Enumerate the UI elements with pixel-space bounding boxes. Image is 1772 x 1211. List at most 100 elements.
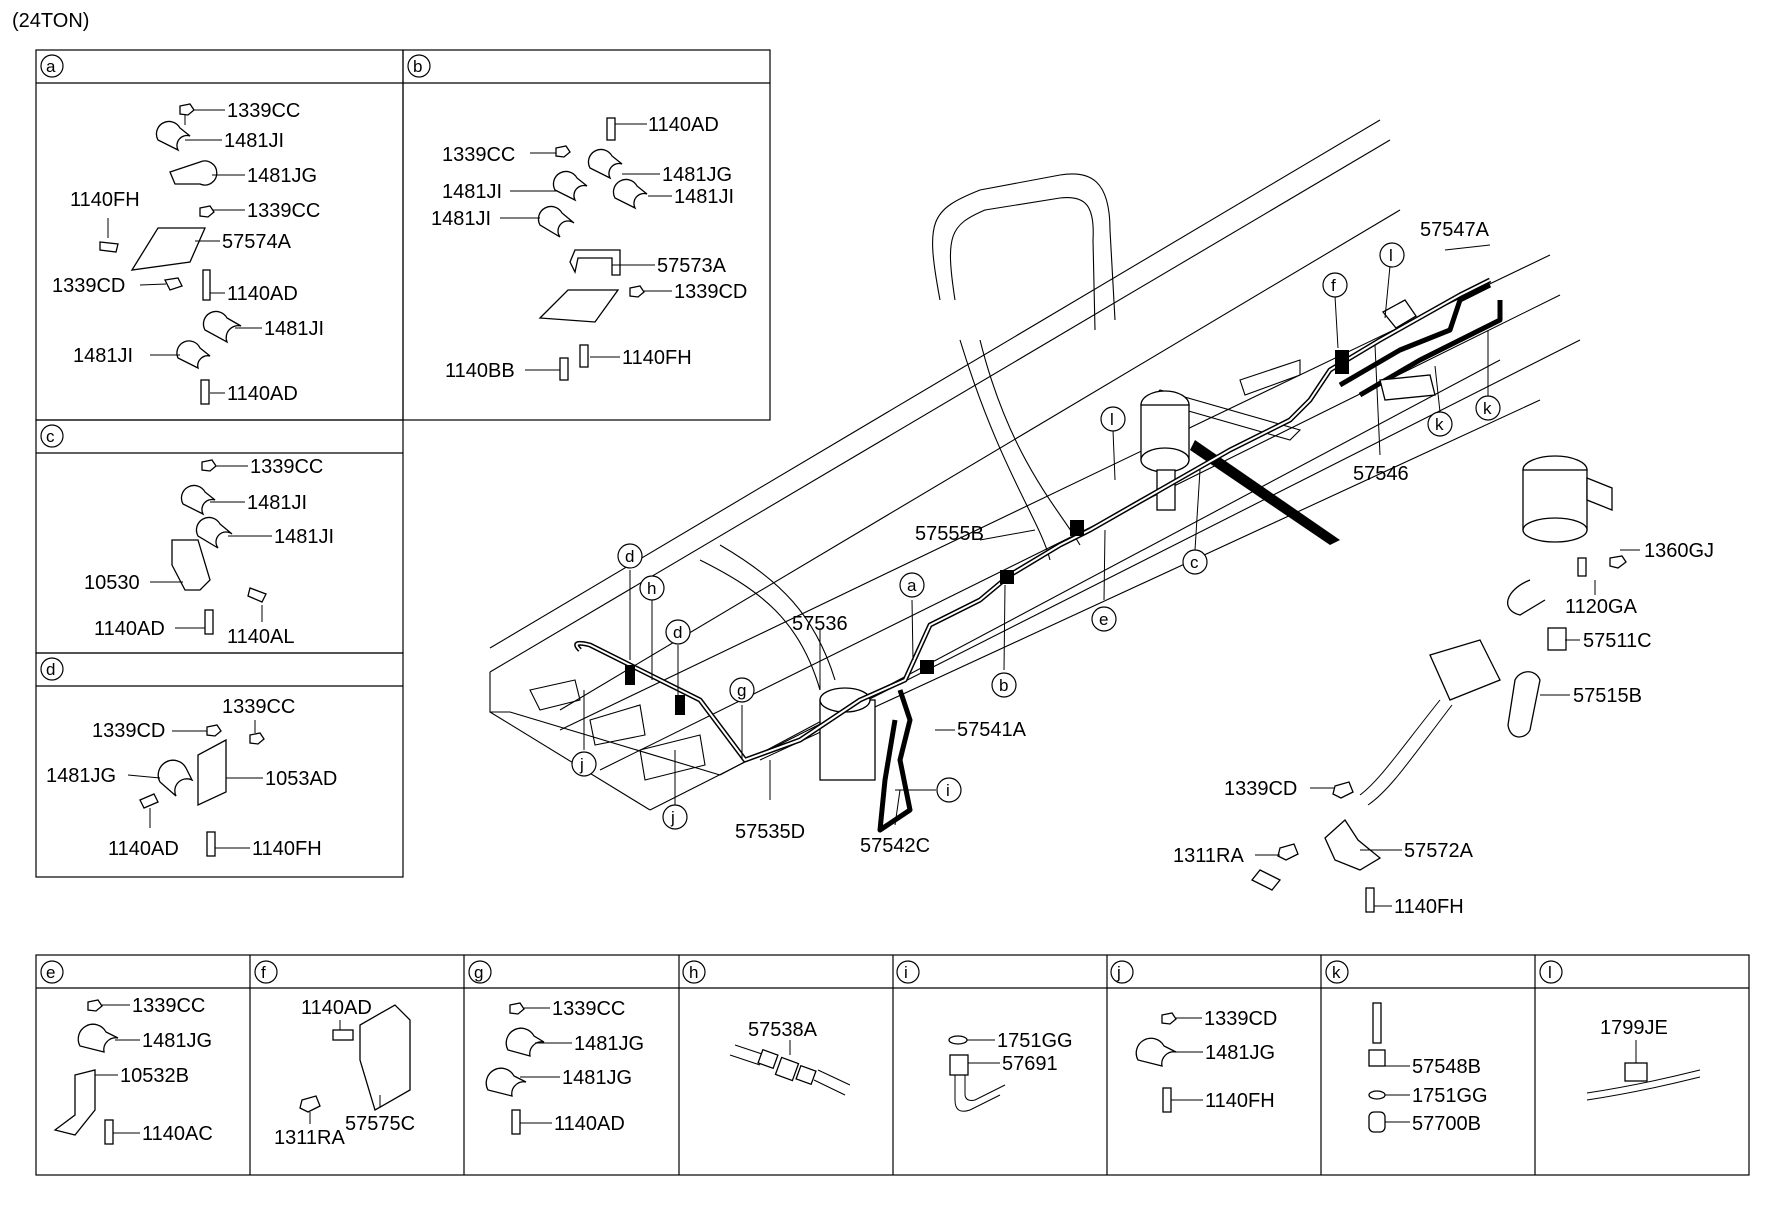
callout-i: i — [936, 777, 962, 803]
part-label: 1339CD — [674, 281, 747, 303]
svg-text:b: b — [999, 676, 1008, 695]
part-label: 1140AD — [227, 383, 298, 405]
panel-i-code: i — [904, 963, 908, 982]
part-label: 1481JG — [247, 165, 317, 187]
part-label: 57536 — [792, 613, 848, 635]
part-label: 57575C — [345, 1113, 415, 1135]
part-label: 1140AD — [94, 618, 165, 640]
part-label: 1751GG — [997, 1030, 1073, 1052]
part-label: 1339CC — [250, 456, 323, 478]
callout-k: k — [1427, 411, 1453, 437]
callout-b: b — [991, 672, 1017, 698]
panel-i: i 1751GG 57691 — [896, 960, 1073, 1112]
svg-text:g: g — [737, 681, 746, 700]
svg-text:l: l — [1110, 410, 1114, 429]
part-label: 1339CC — [552, 998, 625, 1020]
panel-d: d 1339CC 1339CD 1481JG 1053AD 1140AD 114… — [35, 652, 404, 878]
svg-text:d: d — [625, 547, 634, 566]
callout-f: f — [1322, 272, 1348, 298]
panel-c-code: c — [46, 427, 55, 446]
panel-k-code: k — [1332, 963, 1341, 982]
main-callouts: f l l k k c e a — [571, 242, 1501, 830]
svg-text:k: k — [1435, 415, 1444, 434]
panel-l-code: l — [1548, 963, 1552, 982]
brake-pipes — [574, 277, 1503, 833]
part-label: 57700B — [1412, 1113, 1481, 1135]
part-label: 57546 — [1353, 463, 1409, 485]
part-label: 1481JI — [73, 345, 133, 367]
panel-b-parts — [537, 117, 648, 381]
svg-text:h: h — [647, 579, 656, 598]
part-label: 1140FH — [252, 838, 322, 860]
panel-c-parts — [171, 459, 267, 635]
part-label: 1339CD — [1204, 1008, 1277, 1030]
main-labels: 57547A 57546 57555B 57536 57541A 57535D … — [735, 219, 1714, 918]
part-label: 1140FH — [70, 189, 140, 211]
callout-g: g — [729, 677, 755, 703]
part-label: 57572A — [1404, 840, 1474, 862]
panel-a-labels: 1339CC 1481JI 1481JG 1140FH 1339CC 57574… — [52, 100, 324, 405]
part-label: 1311RA — [274, 1127, 345, 1149]
panel-c-badge — [40, 424, 64, 448]
panel-b: b 1140AD 1339CC — [402, 49, 771, 421]
panel-h: h 57538A — [682, 960, 851, 1096]
panel-f: f 1140AD 1311RA 57575C — [254, 960, 415, 1149]
svg-text:l: l — [1389, 246, 1393, 265]
main-callout-leaders — [583, 265, 1489, 805]
part-label: 57548B — [1412, 1056, 1481, 1078]
part-label: 1481JG — [142, 1030, 212, 1052]
panel-d-leaders — [127, 720, 263, 849]
svg-text:c: c — [1190, 553, 1199, 572]
part-label: 1140FH — [1394, 896, 1464, 918]
panel-l: l 1799JE — [1539, 960, 1701, 1101]
part-label: 57511C — [1583, 630, 1652, 652]
part-label: 1311RA — [1173, 845, 1244, 867]
part-label: 10530 — [84, 572, 140, 594]
part-label: 1481JG — [1205, 1042, 1275, 1064]
svg-text:j: j — [670, 808, 675, 827]
callout-d: d — [665, 619, 691, 645]
svg-text:d: d — [673, 623, 682, 642]
callout-j: j — [662, 804, 688, 830]
part-label: 1751GG — [1412, 1085, 1488, 1107]
callout-j: j — [571, 751, 597, 777]
panel-e: e 1339CC 1481JG 10532B 1140AC — [40, 960, 213, 1145]
part-label: 1481JG — [562, 1067, 632, 1089]
panel-b-badge — [407, 54, 431, 78]
main-leaders — [769, 244, 1640, 907]
part-label: 1140AD — [648, 114, 719, 136]
part-label: 1339CD — [92, 720, 165, 742]
part-label: 57535D — [735, 821, 805, 843]
svg-text:i: i — [946, 781, 950, 800]
part-label: 57691 — [1002, 1053, 1058, 1075]
part-label: 1360GJ — [1644, 540, 1714, 562]
clip-marker — [625, 665, 635, 685]
panel-k: k 57548B 1751GG 57700B — [1325, 960, 1488, 1135]
panel-a: a 1 — [35, 49, 404, 421]
part-label: 1481JI — [274, 526, 334, 548]
part-label: 1140AL — [227, 626, 294, 648]
panel-e-code: e — [46, 963, 55, 982]
part-label: 57547A — [1420, 219, 1490, 241]
part-label: 1339CC — [222, 696, 295, 718]
part-label: 1481JI — [224, 130, 284, 152]
svg-text:e: e — [1099, 610, 1108, 629]
part-label: 1481JG — [46, 765, 116, 787]
chassis-frame — [489, 119, 1581, 811]
part-label: 1140FH — [622, 347, 692, 369]
callout-a: a — [899, 572, 925, 598]
panel-c: c 1339CC 1481JI 1481JI 10530 1140AD 1140… — [35, 419, 404, 654]
rear-parts — [1250, 299, 1627, 913]
panel-d-labels: 1339CC 1339CD 1481JG 1053AD 1140AD 1140F… — [46, 696, 337, 860]
part-label: 1140AD — [554, 1113, 625, 1135]
panel-b-labels: 1140AD 1339CC 1481JG 1481JI 1481JI 1481J… — [431, 114, 747, 382]
part-label: 10532B — [120, 1065, 189, 1087]
model-title: (24TON) — [12, 10, 89, 32]
part-label: 1481JG — [574, 1033, 644, 1055]
part-label: 1339CD — [52, 275, 125, 297]
part-label: 1339CC — [227, 100, 300, 122]
clip-marker — [1000, 570, 1014, 584]
panel-h-code: h — [689, 963, 698, 982]
panel-d-parts — [139, 724, 265, 857]
